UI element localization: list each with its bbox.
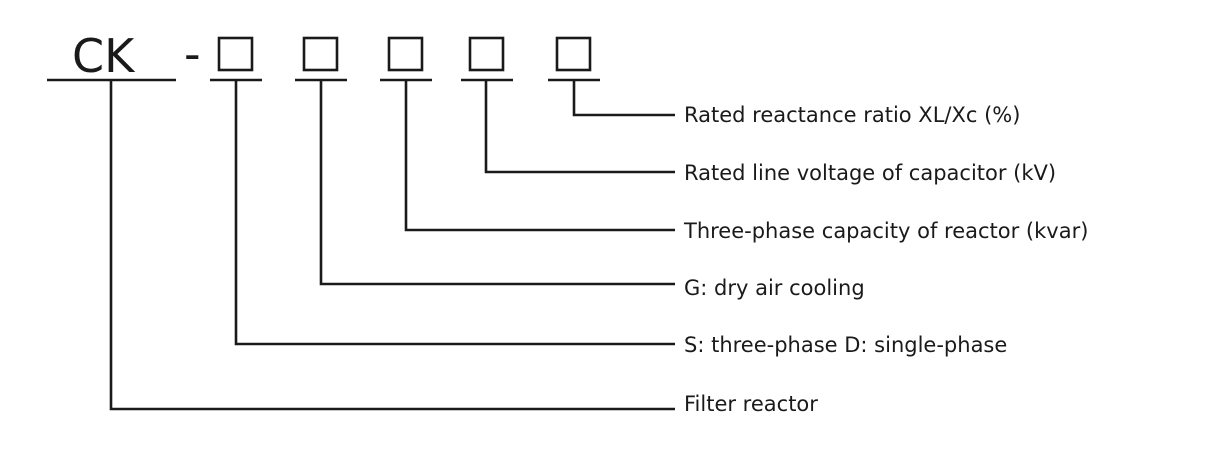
field-box-2 <box>302 36 339 72</box>
field-description-1: S: three-phase D: single-phase <box>684 333 1007 357</box>
leader-line-2 <box>319 80 675 286</box>
field-description-5: Rated reactance ratio XL/Xc (%) <box>684 103 1020 127</box>
model-separator: - <box>184 27 201 81</box>
field-description-3: Three-phase capacity of reactor (kvar) <box>683 219 1088 243</box>
model-prefix: CK <box>72 29 136 83</box>
field-box-4 <box>468 36 505 72</box>
field-description-2: G: dry air cooling <box>684 276 865 300</box>
field-box-3 <box>387 36 424 72</box>
prefix-description: Filter reactor <box>684 392 818 416</box>
field-box-5 <box>555 36 592 72</box>
leader-line-4 <box>484 80 675 174</box>
field-description-4: Rated line voltage of capacitor (kV) <box>684 161 1056 185</box>
field-box-1 <box>217 36 254 72</box>
leader-line-1 <box>234 80 675 346</box>
leader-line-prefix <box>109 80 675 411</box>
leader-line-5 <box>572 80 675 117</box>
leader-line-3 <box>404 80 675 232</box>
